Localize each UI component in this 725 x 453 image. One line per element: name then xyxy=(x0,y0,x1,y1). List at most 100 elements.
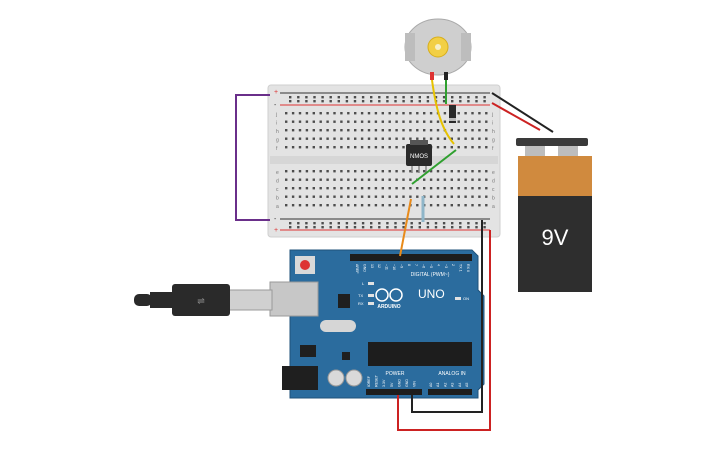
wire-yellow[interactable] xyxy=(431,79,455,145)
breadboard-hole[interactable] xyxy=(367,204,371,207)
breadboard-hole[interactable] xyxy=(378,96,381,99)
breadboard-hole[interactable] xyxy=(423,129,426,132)
breadboard-hole[interactable] xyxy=(313,96,316,99)
breadboard-hole[interactable] xyxy=(443,120,447,123)
breadboard-hole[interactable] xyxy=(305,137,309,140)
breadboard-hole[interactable] xyxy=(326,112,329,115)
breadboard-hole[interactable] xyxy=(436,137,440,140)
breadboard-hole[interactable] xyxy=(319,170,322,173)
breadboard-hole[interactable] xyxy=(321,222,324,225)
breadboard-hole[interactable] xyxy=(347,178,350,181)
breadboard-hole[interactable] xyxy=(360,120,364,123)
breadboard-hole[interactable] xyxy=(285,195,288,198)
breadboard-hole[interactable] xyxy=(354,137,357,140)
breadboard-hole[interactable] xyxy=(388,112,391,115)
breadboard-hole[interactable] xyxy=(305,100,308,103)
breadboard-hole[interactable] xyxy=(478,204,481,207)
breadboard-hole[interactable] xyxy=(483,222,486,225)
breadboard-hole[interactable] xyxy=(395,129,398,132)
breadboard-hole[interactable] xyxy=(360,137,364,140)
breadboard-hole[interactable] xyxy=(485,204,488,207)
breadboard-hole[interactable] xyxy=(354,112,357,115)
breadboard-hole[interactable] xyxy=(305,170,309,173)
breadboard-hole[interactable] xyxy=(291,146,295,149)
breadboard-hole[interactable] xyxy=(434,226,438,229)
breadboard-hole[interactable] xyxy=(451,226,454,229)
breadboard-hole[interactable] xyxy=(402,112,405,115)
breadboard-hole[interactable] xyxy=(402,96,405,99)
breadboard-hole[interactable] xyxy=(394,100,397,103)
breadboard-hole[interactable] xyxy=(337,222,340,225)
breadboard-hole[interactable] xyxy=(313,226,316,229)
breadboard-hole[interactable] xyxy=(386,226,389,229)
breadboard-hole[interactable] xyxy=(326,170,329,173)
breadboard-hole[interactable] xyxy=(457,137,460,140)
breadboard-hole[interactable] xyxy=(443,195,447,198)
breadboard-hole[interactable] xyxy=(285,112,288,115)
breadboard-hole[interactable] xyxy=(354,195,357,198)
breadboard-hole[interactable] xyxy=(467,96,470,99)
breadboard-hole[interactable] xyxy=(451,100,454,103)
breadboard-hole[interactable] xyxy=(305,96,308,99)
breadboard-hole[interactable] xyxy=(402,222,405,225)
breadboard-hole[interactable] xyxy=(426,100,430,103)
breadboard-hole[interactable] xyxy=(409,120,412,123)
breadboard-hole[interactable] xyxy=(485,170,488,173)
breadboard-hole[interactable] xyxy=(319,146,322,149)
breadboard-hole[interactable] xyxy=(326,137,329,140)
breadboard-hole[interactable] xyxy=(340,195,343,198)
breadboard-hole[interactable] xyxy=(347,120,350,123)
breadboard-hole[interactable] xyxy=(345,226,349,229)
breadboard-hole[interactable] xyxy=(457,146,460,149)
breadboard-hole[interactable] xyxy=(285,129,288,132)
breadboard-hole[interactable] xyxy=(409,178,412,181)
breadboard-hole[interactable] xyxy=(305,178,309,181)
breadboard-hole[interactable] xyxy=(443,112,447,115)
breadboard-hole[interactable] xyxy=(443,187,447,190)
breadboard-hole[interactable] xyxy=(416,195,419,198)
breadboard-hole[interactable] xyxy=(340,187,343,190)
breadboard-hole[interactable] xyxy=(360,187,364,190)
wire-orange-signal[interactable] xyxy=(399,198,412,257)
breadboard-hole[interactable] xyxy=(297,226,300,229)
breadboard-hole[interactable] xyxy=(402,187,405,190)
breadboard-hole[interactable] xyxy=(451,222,454,225)
breadboard-hole[interactable] xyxy=(443,170,447,173)
breadboard-hole[interactable] xyxy=(402,178,405,181)
breadboard-hole[interactable] xyxy=(464,170,467,173)
breadboard-hole[interactable] xyxy=(402,137,405,140)
breadboard-hole[interactable] xyxy=(340,129,343,132)
breadboard-hole[interactable] xyxy=(485,178,488,181)
breadboard-hole[interactable] xyxy=(410,96,413,99)
breadboard-hole[interactable] xyxy=(347,187,350,190)
breadboard-hole[interactable] xyxy=(402,100,405,103)
breadboard-hole[interactable] xyxy=(483,226,486,229)
breadboard-hole[interactable] xyxy=(423,120,426,123)
breadboard-hole[interactable] xyxy=(429,137,433,140)
breadboard-hole[interactable] xyxy=(409,170,412,173)
breadboard-hole[interactable] xyxy=(378,100,381,103)
breadboard-hole[interactable] xyxy=(354,187,357,190)
breadboard-hole[interactable] xyxy=(418,100,421,103)
breadboard-hole[interactable] xyxy=(291,187,295,190)
breadboard-hole[interactable] xyxy=(291,178,295,181)
breadboard-hole[interactable] xyxy=(381,204,384,207)
breadboard-hole[interactable] xyxy=(471,146,474,149)
breadboard-hole[interactable] xyxy=(416,204,419,207)
breadboard-hole[interactable] xyxy=(471,112,474,115)
breadboard-hole[interactable] xyxy=(285,146,288,149)
breadboard-hole[interactable] xyxy=(361,100,365,103)
breadboard-hole[interactable] xyxy=(374,178,378,181)
reset-button[interactable] xyxy=(300,260,310,270)
breadboard-hole[interactable] xyxy=(333,120,336,123)
breadboard-hole[interactable] xyxy=(464,178,467,181)
breadboard-hole[interactable] xyxy=(402,226,405,229)
breadboard-hole[interactable] xyxy=(475,96,478,99)
wire-purple[interactable] xyxy=(235,94,270,221)
breadboard-hole[interactable] xyxy=(361,222,365,225)
breadboard-hole[interactable] xyxy=(471,195,474,198)
breadboard-hole[interactable] xyxy=(361,226,365,229)
breadboard-hole[interactable] xyxy=(329,222,332,225)
breadboard-hole[interactable] xyxy=(312,178,315,181)
